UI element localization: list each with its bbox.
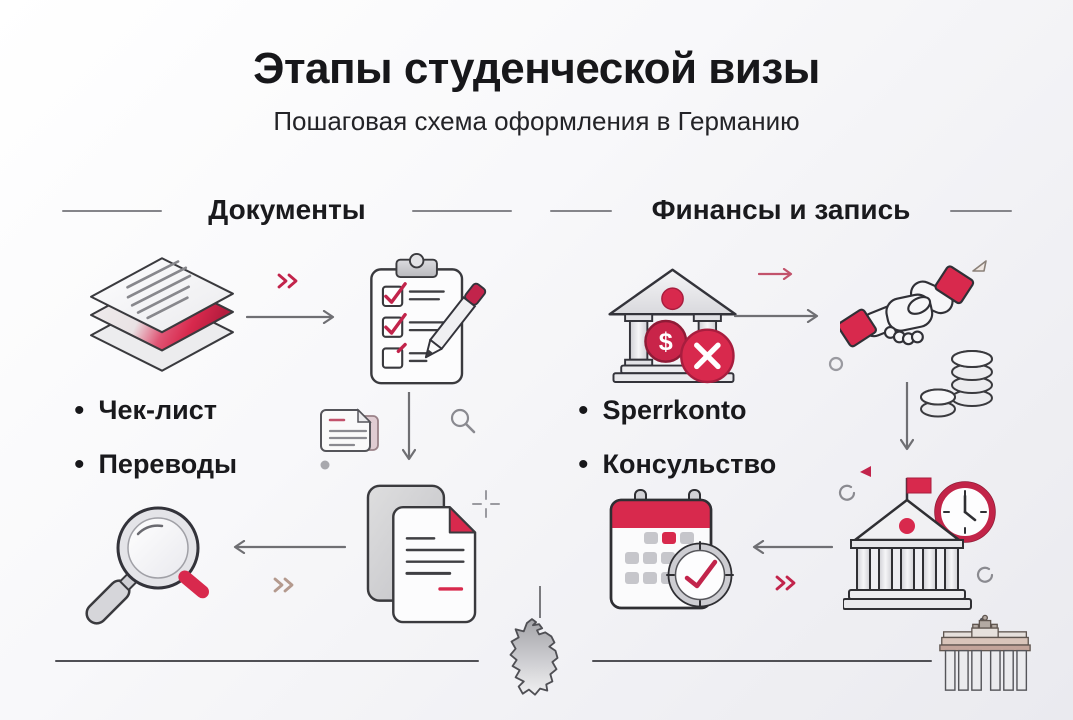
footer-line	[55, 660, 479, 662]
triangle-decor	[860, 466, 871, 477]
bullet-dot: •	[74, 393, 85, 427]
arrow-right-icon	[734, 309, 819, 323]
circle-decor	[828, 356, 844, 372]
page-subtitle: Пошаговая схема оформления в Германию	[273, 106, 800, 136]
paper-stack-icon	[90, 257, 234, 372]
arrow-right-icon	[758, 268, 793, 280]
bullet-item-checklist: • Чек-лист	[74, 395, 217, 426]
dot-decor	[320, 460, 330, 470]
heading-line	[950, 210, 1012, 212]
page-title: Этапы студенческой визы	[253, 44, 820, 93]
arrow-right-icon	[246, 310, 335, 324]
heading-line	[62, 210, 162, 212]
bullet-dot: •	[74, 447, 85, 481]
dollar-symbol: $	[659, 328, 673, 356]
bank-blocked-icon: $	[608, 268, 737, 384]
arrow-down-icon	[900, 382, 914, 451]
bullet-label: Чек-лист	[98, 395, 217, 425]
section-heading-documents: Документы	[208, 194, 366, 225]
section-heading-finance: Финансы и запись	[651, 194, 911, 225]
arrow-left-icon	[752, 540, 833, 554]
chevron-right-icon	[273, 577, 294, 593]
chevron-right-icon	[277, 273, 298, 289]
search-icon	[450, 408, 476, 434]
documents-icon	[366, 484, 477, 624]
brandenburg-gate-icon	[939, 614, 1031, 691]
bullet-label: Переводы	[98, 449, 238, 479]
bullet-item-consulate: • Консульство	[578, 449, 776, 480]
bullet-label: Консульство	[602, 449, 777, 479]
coins-icon	[920, 350, 993, 418]
handshake-icon	[840, 265, 975, 348]
checklist-clipboard-icon	[370, 252, 487, 385]
bullet-dot: •	[578, 447, 589, 481]
germany-map-icon	[509, 618, 559, 696]
bullet-label: Sperrkonto	[602, 395, 747, 425]
heading-line	[550, 210, 612, 212]
heading-line	[412, 210, 512, 212]
footer-line	[592, 660, 932, 662]
consulate-building-icon	[843, 477, 996, 610]
arrow-left-icon	[233, 540, 346, 554]
note-card-icon	[320, 408, 379, 452]
bullet-item-sperrkonto: • Sperrkonto	[578, 395, 747, 426]
magnifier-icon	[85, 506, 209, 625]
bullet-item-translations: • Переводы	[74, 449, 237, 480]
calendar-appointment-icon	[609, 489, 734, 610]
triangle-decor	[972, 260, 987, 272]
divider-tick	[539, 586, 541, 618]
chevron-right-icon	[775, 575, 796, 591]
bullet-dot: •	[578, 393, 589, 427]
crosshair-decor	[472, 490, 500, 518]
circle-decor	[976, 566, 994, 583]
arrow-down-icon	[402, 392, 416, 461]
circle-decor	[838, 484, 856, 501]
